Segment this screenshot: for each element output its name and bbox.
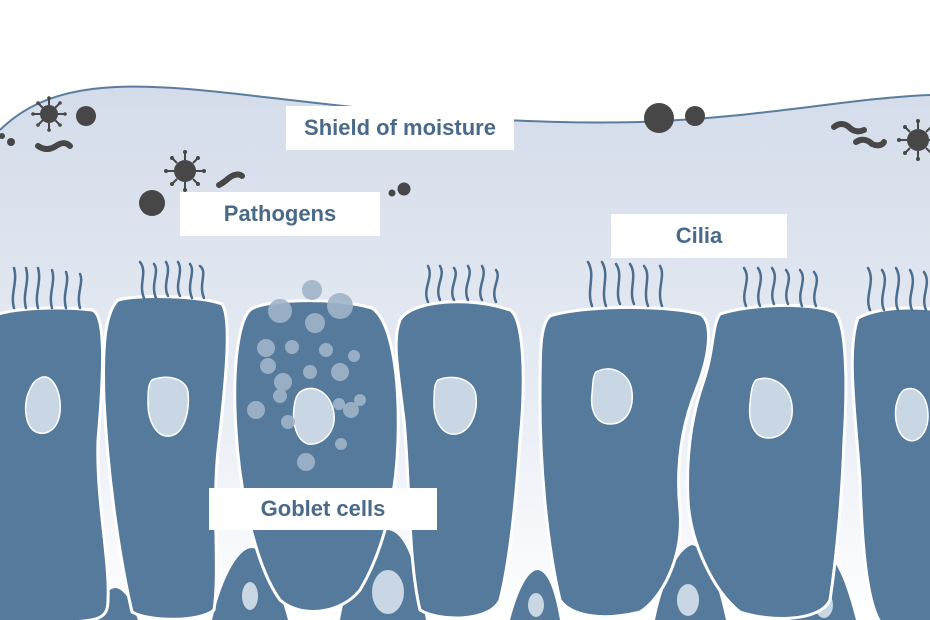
mucus-vesicle [348,350,360,362]
nucleus [292,387,335,445]
nucleus [590,368,633,425]
mucus-vesicle [274,373,292,391]
virus-icon [31,96,67,132]
cilia-bundle [742,266,819,308]
mucus-vesicle [333,398,345,410]
cilia-label: Cilia [611,214,787,258]
virus-icon [897,119,930,161]
nucleus [528,593,544,617]
nucleus [242,582,258,610]
cilia-bundle [425,264,499,304]
goblet-cells-label: Goblet cells [209,488,437,530]
nucleus [147,376,190,437]
mucus-vesicle [327,293,353,319]
ciliated-cell [686,303,848,620]
ciliated-cell [0,306,110,620]
ciliated-cell [102,295,229,620]
moisture-shield-label: Shield of moisture [286,106,514,150]
cell-nuclei [24,368,929,445]
cilia-bundle [586,260,664,308]
mucus-vesicle [260,358,276,374]
nucleus [748,377,793,439]
nucleus [433,376,478,435]
bacterium-icon [35,121,887,188]
nucleus [894,387,929,442]
goblet-vesicles [247,280,366,471]
mucus-vesicle [335,438,347,450]
mucus-vesicle [302,280,322,300]
mucus-vesicle [285,340,299,354]
cilia-bundle [866,266,929,312]
mucus-vesicle [257,339,275,357]
cilia-bundle [11,266,83,310]
virus-icon [164,150,206,192]
ciliated-cell [394,300,525,620]
nucleus [372,570,404,614]
pathogens-label: Pathogens [180,192,380,236]
cilia-bundle [138,260,206,300]
mucus-vesicle [297,453,315,471]
pathogens [0,96,930,216]
mucus-vesicle [354,394,366,406]
spore-icon [0,103,705,216]
columnar-cells [0,295,930,620]
ciliated-cell [850,306,930,620]
mucus-vesicle [273,389,287,403]
nucleus [677,584,699,616]
mucus-vesicle [268,299,292,323]
mucus-vesicle [319,343,333,357]
mucus-vesicle [247,401,265,419]
mucus-vesicle [305,313,325,333]
cilia-bundles [11,260,929,312]
ciliated-cell [538,305,710,619]
nucleus [24,376,61,434]
mucus-vesicle [303,365,317,379]
mucus-vesicle [281,415,295,429]
mucus-vesicle [331,363,349,381]
mucus-vesicle [343,402,359,418]
